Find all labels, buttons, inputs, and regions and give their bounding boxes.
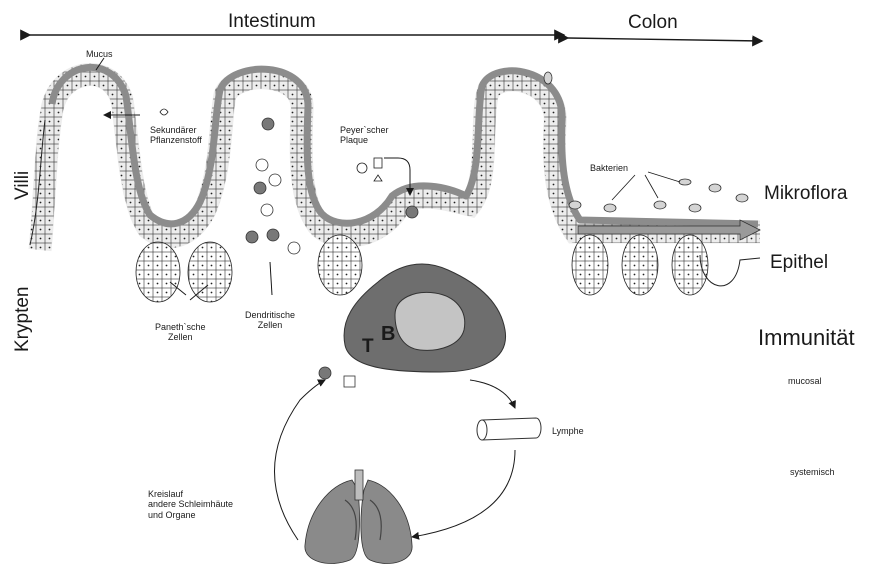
label-villi: Villi <box>12 171 34 200</box>
label-b-cells: B <box>381 323 395 346</box>
label-systemisch: systemisch <box>790 467 835 477</box>
label-mucosal: mucosal <box>788 376 822 386</box>
bacteria <box>544 72 748 212</box>
region-colon: Colon <box>628 12 678 34</box>
label-mikroflora: Mikroflora <box>764 183 847 205</box>
label-epithel: Epithel <box>770 252 828 274</box>
label-krypten: Krypten <box>12 287 34 352</box>
label-bakterien: Bakterien <box>590 163 628 173</box>
lymph-vessel <box>477 418 541 440</box>
label-mucus: Mucus <box>86 49 113 59</box>
lungs-icon <box>305 470 412 564</box>
colon-span-arrow <box>568 38 762 41</box>
region-intestinum: Intestinum <box>228 11 316 33</box>
label-t-cells: T <box>362 336 374 358</box>
label-immunitaet: Immunität <box>758 325 855 350</box>
label-lymphe: Lymphe <box>552 426 584 436</box>
